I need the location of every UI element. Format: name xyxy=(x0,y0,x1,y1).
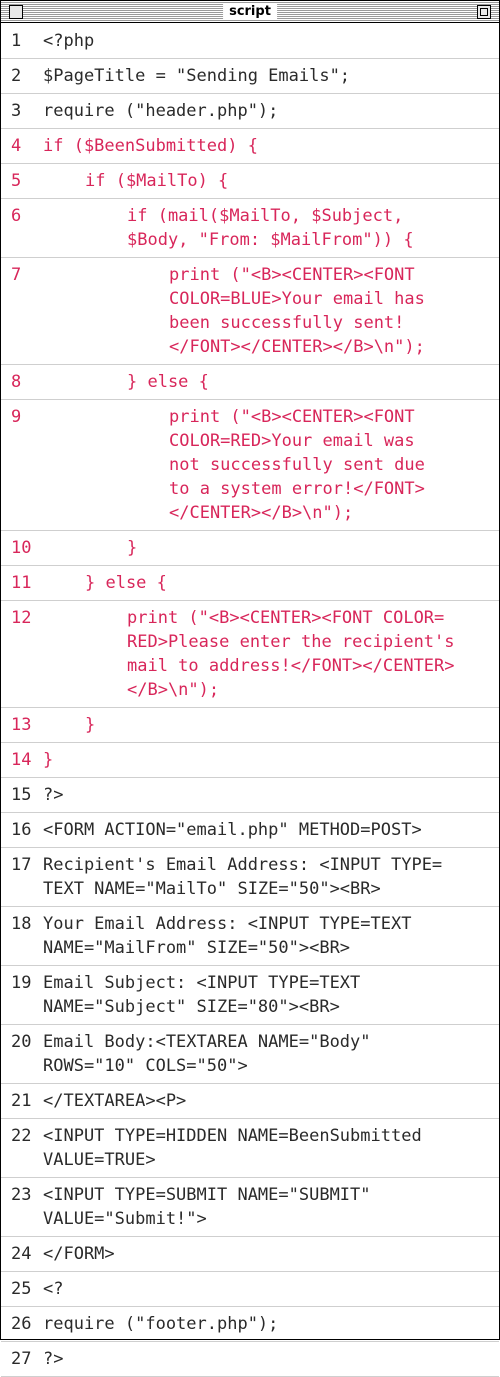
close-box-icon[interactable] xyxy=(9,5,23,19)
line-number: 19 xyxy=(11,973,32,993)
line-number: 22 xyxy=(11,1126,32,1146)
line-number: 7 xyxy=(11,265,22,285)
code-line: 1 <?php xyxy=(1,24,499,59)
code-text: Recipient's Email Address: <INPUT TYPE= … xyxy=(43,855,443,899)
window-title: script xyxy=(223,4,277,20)
code-line: 4 if ($BeenSubmitted) { xyxy=(1,129,499,164)
line-number: 6 xyxy=(11,206,22,226)
code-line: 6 if (mail($MailTo, $Subject, $Body, "Fro… xyxy=(1,199,499,258)
code-line: 2 $PageTitle = "Sending Emails"; xyxy=(1,59,499,94)
code-text: } else { xyxy=(85,573,167,593)
title-bar[interactable]: script xyxy=(1,1,499,23)
line-number: 25 xyxy=(11,1279,32,1299)
code-text: if ($BeenSubmitted) { xyxy=(43,136,258,156)
line-number: 11 xyxy=(11,573,32,593)
line-number: 18 xyxy=(11,914,32,934)
code-text: <? xyxy=(43,1279,64,1299)
code-line: 23 <INPUT TYPE=SUBMIT NAME="SUBMIT" VALUE… xyxy=(1,1178,499,1237)
code-text: print ("<B><CENTER><FONT COLOR=BLUE>Your… xyxy=(169,265,425,357)
code-line: 12 print ("<B><CENTER><FONT COLOR= RED>Pl… xyxy=(1,601,499,708)
line-number: 9 xyxy=(11,407,22,427)
code-line: 18 Your Email Address: <INPUT TYPE=TEXT N… xyxy=(1,907,499,966)
line-number: 21 xyxy=(11,1091,32,1111)
code-text: if ($MailTo) { xyxy=(85,171,229,191)
code-text: print ("<B><CENTER><FONT COLOR=RED>Your … xyxy=(169,407,425,523)
code-line: 21 </TEXTAREA><P> xyxy=(1,1084,499,1119)
code-text: $PageTitle = "Sending Emails"; xyxy=(43,66,351,86)
line-number: 15 xyxy=(11,785,32,805)
code-text: <INPUT TYPE=SUBMIT NAME="SUBMIT" VALUE="… xyxy=(43,1185,371,1229)
line-number: 12 xyxy=(11,608,32,628)
code-line: 20 Email Body:<TEXTAREA NAME="Body" ROWS=… xyxy=(1,1025,499,1084)
code-listing: 1 <?php 2 $PageTitle = "Sending Emails"; 3 re… xyxy=(1,24,499,1377)
code-line: 5 if ($MailTo) { xyxy=(1,164,499,199)
code-text: } xyxy=(127,538,138,558)
line-number: 26 xyxy=(11,1314,32,1334)
code-line: 15 ?> xyxy=(1,778,499,813)
line-number: 5 xyxy=(11,171,22,191)
line-number: 2 xyxy=(11,66,22,86)
line-number: 3 xyxy=(11,101,22,121)
code-text: Your Email Address: <INPUT TYPE=TEXT NAM… xyxy=(43,914,412,958)
code-line: 19 Email Subject: <INPUT TYPE=TEXT NAME="… xyxy=(1,966,499,1025)
code-text: ?> xyxy=(43,785,64,805)
code-text: <INPUT TYPE=HIDDEN NAME=BeenSubmitted VA… xyxy=(43,1126,422,1170)
code-text: require ("header.php"); xyxy=(43,101,279,121)
code-line: 11 } else { xyxy=(1,566,499,601)
code-text: require ("footer.php"); xyxy=(43,1314,279,1334)
line-number: 14 xyxy=(11,750,32,770)
code-line: 9 print ("<B><CENTER><FONT COLOR=RED>Your… xyxy=(1,400,499,531)
line-number: 23 xyxy=(11,1185,32,1205)
code-text: print ("<B><CENTER><FONT COLOR= RED>Plea… xyxy=(127,608,455,700)
code-text: </TEXTAREA><P> xyxy=(43,1091,187,1111)
code-text: ?> xyxy=(43,1349,64,1369)
code-line: 24 </FORM> xyxy=(1,1237,499,1272)
code-line: 8 } else { xyxy=(1,365,499,400)
line-number: 27 xyxy=(11,1349,32,1369)
code-line: 26 require ("footer.php"); xyxy=(1,1307,499,1342)
code-line: 7 print ("<B><CENTER><FONT COLOR=BLUE>You… xyxy=(1,258,499,365)
code-line: 27 ?> xyxy=(1,1342,499,1377)
line-number: 16 xyxy=(11,820,32,840)
line-number: 8 xyxy=(11,372,22,392)
code-text: Email Body:<TEXTAREA NAME="Body" ROWS="1… xyxy=(43,1032,371,1076)
line-number: 1 xyxy=(11,31,22,51)
code-text: <FORM ACTION="email.php" METHOD=POST> xyxy=(43,820,422,840)
line-number: 20 xyxy=(11,1032,32,1052)
code-line: 3 require ("header.php"); xyxy=(1,94,499,129)
code-line: 10} xyxy=(1,531,499,566)
line-number: 24 xyxy=(11,1244,32,1264)
code-line: 17 Recipient's Email Address: <INPUT TYPE… xyxy=(1,848,499,907)
zoom-box-icon[interactable] xyxy=(477,5,491,19)
line-number: 4 xyxy=(11,136,22,156)
line-number: 13 xyxy=(11,715,32,735)
line-number: 17 xyxy=(11,855,32,875)
code-line: 16 <FORM ACTION="email.php" METHOD=POST> xyxy=(1,813,499,848)
code-line: 14} xyxy=(1,743,499,778)
code-text: <?php xyxy=(43,31,95,51)
code-text: } xyxy=(43,750,54,770)
code-line: 25 <? xyxy=(1,1272,499,1307)
code-line: 13} xyxy=(1,708,499,743)
code-text: if (mail($MailTo, $Subject, $Body, "From… xyxy=(127,206,414,250)
line-number: 10 xyxy=(11,538,32,558)
code-text: } else { xyxy=(127,372,209,392)
code-text: Email Subject: <INPUT TYPE=TEXT NAME="Su… xyxy=(43,973,361,1017)
code-line: 22 <INPUT TYPE=HIDDEN NAME=BeenSubmitted … xyxy=(1,1119,499,1178)
code-text: } xyxy=(85,715,96,735)
code-text: </FORM> xyxy=(43,1244,115,1264)
